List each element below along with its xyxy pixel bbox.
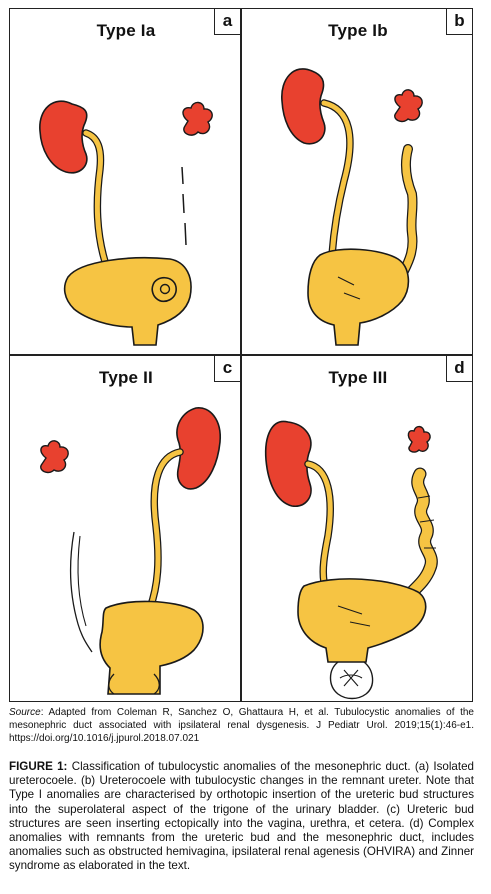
dysplastic-kidney-illustration [182,101,213,136]
panel-b: Type Ib b [241,8,473,355]
caption-label: FIGURE 1: [9,760,68,773]
panel-a-letter: a [214,9,240,35]
panel-d-letter: d [446,356,472,382]
caption-text: Classification of tubulocystic anomalies… [9,760,474,873]
panel-a: Type Ia a [9,8,241,355]
bladder-illustration [297,578,427,663]
bladder-illustration [63,257,192,346]
panel-b-letter: b [446,9,472,35]
panel-d: Type III d [241,355,473,702]
panel-b-illustration [281,68,423,346]
kidney-illustration [176,407,221,490]
remnant-duct-illustration [69,531,93,653]
kidney-illustration [264,420,312,507]
panel-d-title: Type III [328,368,388,387]
source-text: : Adapted from Coleman R, Sanchez O, Gha… [9,707,474,744]
panel-d-illustration [264,420,438,700]
panel-a-illustration [39,100,213,346]
urethra-sketch-illustration [329,661,374,700]
source-label: Source [9,707,41,718]
panel-c-illustration [40,407,221,695]
kidney-illustration [39,100,88,174]
source-note: Source: Adapted from Coleman R, Sanchez … [9,706,474,745]
ureterocoele-illustration [151,276,177,303]
bladder-illustration [307,248,410,346]
dysplastic-kidney-illustration [407,425,431,453]
kidney-illustration [281,68,326,145]
panel-c-letter: c [214,356,240,382]
figure: Type Ia a Type Ib b Type II [9,8,474,702]
panel-c-title: Type II [99,368,153,387]
dysplastic-kidney-illustration [40,440,69,474]
bladder-illustration [99,600,204,695]
panel-c: Type II c [9,355,241,702]
panel-b-title: Type Ib [328,21,388,40]
dysplastic-kidney-illustration [394,89,423,123]
figure-caption: FIGURE 1: Classification of tubulocystic… [9,760,474,874]
panel-a-title: Type Ia [96,21,156,40]
